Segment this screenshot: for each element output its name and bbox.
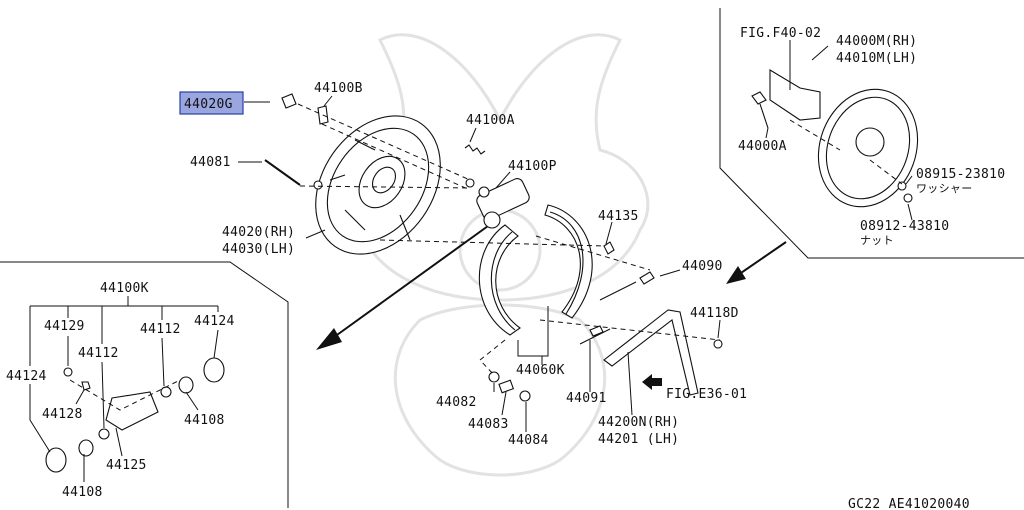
label-washer: ワッシャー: [916, 182, 973, 195]
label-44020g[interactable]: 44020G: [184, 97, 233, 112]
label-44135[interactable]: 44135: [598, 209, 639, 224]
backing-plate: [315, 115, 441, 255]
fig-e36-arrow: [642, 374, 662, 390]
label-fig-e36-01[interactable]: FIG.E36-01: [666, 387, 747, 402]
label-08915-23810[interactable]: 08915-23810: [916, 167, 1005, 182]
hardware-parts: [264, 93, 723, 402]
frame-lines: [0, 8, 1024, 508]
brake-shoe-left: [478, 224, 521, 336]
wheel-cylinder: [465, 178, 530, 229]
label-44020-rh[interactable]: 44020(RH): [222, 225, 295, 240]
label-44010m-lh[interactable]: 44010M(LH): [836, 51, 917, 66]
dashed-guides: [69, 103, 903, 411]
label-44112-right[interactable]: 44112: [140, 322, 181, 337]
part-labels: 44020G 44100B 44100A 44081 44100P 44020(…: [6, 26, 1005, 510]
label-44060k[interactable]: 44060K: [516, 363, 565, 378]
highlight-box: [179, 91, 244, 115]
label-44100k[interactable]: 44100K: [100, 281, 149, 296]
label-44118d[interactable]: 44118D: [690, 306, 739, 321]
label-nut: ナット: [860, 234, 894, 247]
label-44112-left[interactable]: 44112: [78, 346, 119, 361]
label-44091[interactable]: 44091: [566, 391, 607, 406]
label-44124-left[interactable]: 44124: [6, 369, 47, 384]
direction-arrow-assembly: [726, 241, 787, 284]
label-44082[interactable]: 44082: [436, 395, 477, 410]
label-44124-right[interactable]: 44124: [194, 314, 235, 329]
direction-arrow-main: [316, 225, 489, 350]
leader-lines: [29, 40, 913, 482]
label-08912-43810[interactable]: 08912-43810: [860, 219, 949, 234]
diagram-code: GC22 AE41020040: [848, 497, 970, 510]
label-44128[interactable]: 44128: [42, 407, 83, 422]
cylinder-kit-parts: [45, 357, 225, 473]
label-44090[interactable]: 44090: [682, 259, 723, 274]
label-44100p[interactable]: 44100P: [508, 159, 557, 174]
label-44125[interactable]: 44125: [106, 458, 147, 473]
label-44200n-rh[interactable]: 44200N(RH): [598, 415, 679, 430]
label-44083[interactable]: 44083: [468, 417, 509, 432]
label-44084[interactable]: 44084: [508, 433, 549, 448]
label-44100b[interactable]: 44100B: [314, 81, 363, 96]
label-44000a[interactable]: 44000A: [738, 139, 787, 154]
brake-shoe-right: [544, 204, 593, 319]
label-44108-right[interactable]: 44108: [184, 413, 225, 428]
label-44129[interactable]: 44129: [44, 319, 85, 334]
label-44030-lh[interactable]: 44030(LH): [222, 242, 295, 257]
label-fig-f40-02[interactable]: FIG.F40-02: [740, 26, 821, 41]
label-44081[interactable]: 44081: [190, 155, 231, 170]
parking-lever: [603, 309, 699, 396]
label-44000m-rh[interactable]: 44000M(RH): [836, 34, 917, 49]
label-44100a[interactable]: 44100A: [466, 113, 515, 128]
label-44201-lh[interactable]: 44201 (LH): [598, 432, 679, 447]
label-44108-left[interactable]: 44108: [62, 485, 103, 500]
